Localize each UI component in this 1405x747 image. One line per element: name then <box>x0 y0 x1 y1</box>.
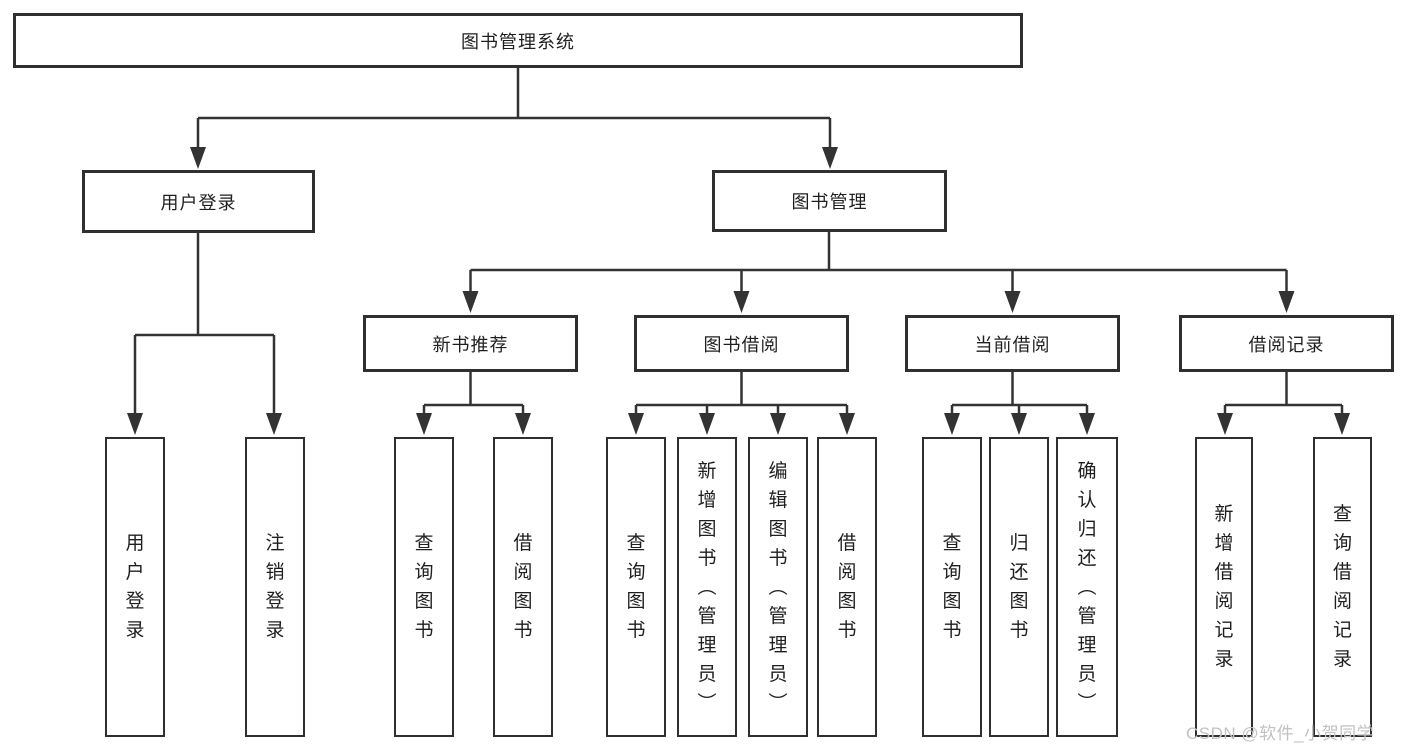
leaf-borrow-book: 借阅图书 <box>817 437 877 737</box>
node-root-system: 图书管理系统 <box>13 13 1023 68</box>
node-user-login-label: 用户登录 <box>160 192 237 213</box>
borrow-record-connector <box>1223 372 1344 416</box>
leaf-add-borrow-record: 新增借阅记录 <box>1195 437 1253 737</box>
book-borrow-connector <box>634 372 849 416</box>
node-book-management: 图书管理 <box>712 170 947 232</box>
node-borrow-record-label: 借阅记录 <box>1248 334 1325 355</box>
node-book-borrow-label: 图书借阅 <box>703 334 780 355</box>
leaf-edit-book-admin: 编辑图书︵管理员︶ <box>748 437 808 737</box>
node-new-book-recommend: 新书推荐 <box>363 315 578 372</box>
node-new-book-recommend-label: 新书推荐 <box>432 334 509 355</box>
user-login-connector <box>133 233 276 416</box>
leaf-user-login: 用户登录 <box>105 437 165 737</box>
node-user-login: 用户登录 <box>82 170 315 233</box>
leaf-recommend-borrow-book: 借阅图书 <box>493 437 553 737</box>
current-borrow-connector <box>950 372 1089 416</box>
new-book-connector <box>422 372 525 416</box>
leaf-return-book: 归还图书 <box>989 437 1049 737</box>
node-root-label: 图书管理系统 <box>461 31 575 52</box>
leaf-borrow-query-book: 查询图书 <box>606 437 666 737</box>
leaf-recommend-query-book: 查询图书 <box>394 437 454 737</box>
node-book-borrow: 图书借阅 <box>634 315 849 372</box>
book-management-connector <box>469 232 1288 294</box>
leaf-current-query-book: 查询图书 <box>922 437 982 737</box>
leaf-query-borrow-record: 查询借阅记录 <box>1313 437 1372 737</box>
node-borrow-record: 借阅记录 <box>1179 315 1394 372</box>
node-current-borrow-label: 当前借阅 <box>974 334 1051 355</box>
leaf-confirm-return-admin: 确认归还︵管理员︶ <box>1056 437 1118 737</box>
leaf-add-book-admin: 新增图书︵管理员︶ <box>677 437 737 737</box>
node-book-management-label: 图书管理 <box>791 192 868 212</box>
root-connector <box>196 68 832 150</box>
leaf-logout: 注销登录 <box>245 437 305 737</box>
node-current-borrow: 当前借阅 <box>905 315 1120 372</box>
watermark: CSDN @软件_小贺同学 <box>1186 724 1375 743</box>
